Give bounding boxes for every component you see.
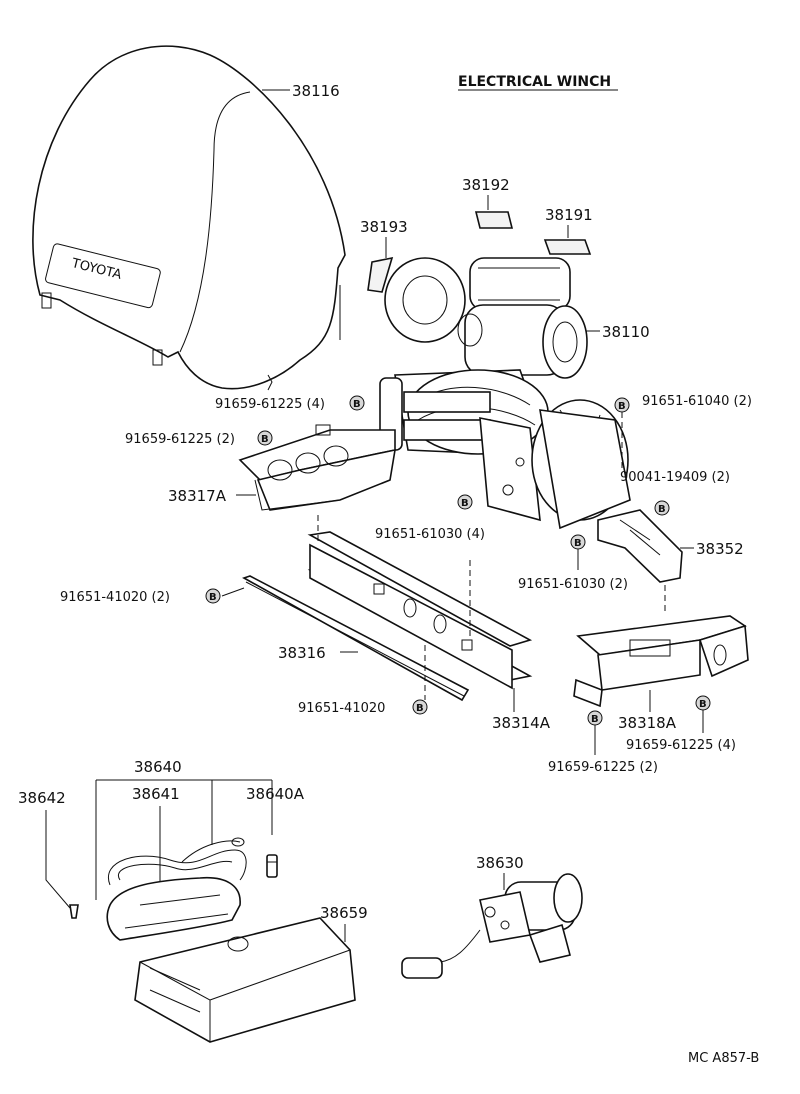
screw-part	[69, 904, 79, 919]
label-bracket-right: 38352	[696, 540, 744, 558]
left-bracket	[238, 424, 396, 511]
label-bolt-e: 91651-61030 (4)	[375, 527, 485, 542]
label-remote-clip: 38640A	[246, 785, 305, 803]
label-screw: 38642	[18, 789, 66, 807]
nameplate	[474, 211, 514, 229]
label-case: 38659	[320, 904, 368, 922]
label-rail: 38316	[278, 644, 326, 662]
bolt-marker-h-text: B	[416, 703, 424, 714]
bolt-marker-d-text: B	[658, 504, 666, 515]
leader-bolt-g	[221, 587, 245, 597]
bolt-marker-e-text: B	[461, 498, 469, 509]
label-remote-set: 38640	[134, 758, 182, 776]
label-side-plate: 38193	[360, 218, 408, 236]
side-plate	[367, 256, 394, 293]
label-bolt-d: 90041-19409 (2)	[620, 470, 730, 485]
winch-assembly	[379, 257, 631, 530]
bolt-marker-b	[257, 430, 273, 446]
storage-case	[134, 917, 356, 1043]
label-bolt-b: 91659-61225 (2)	[125, 432, 235, 447]
rear-bracket	[573, 615, 749, 708]
diagram-title: ELECTRICAL WINCH	[458, 74, 611, 90]
label-frame: 38314A	[492, 714, 551, 732]
label-bolt-i: 91659-61225 (4)	[626, 738, 736, 753]
remote-switch	[106, 837, 247, 941]
clip-part	[266, 854, 278, 878]
bolt-marker-j-text: B	[591, 714, 599, 725]
label-bolt-c: 91651-61040 (2)	[642, 394, 752, 409]
bolt-marker-g-text: B	[209, 592, 217, 603]
rail	[242, 575, 470, 702]
bolt-marker-a	[349, 395, 365, 411]
label-bracket-left: 38317A	[168, 487, 227, 505]
leader-screw	[45, 810, 71, 909]
label-plate: 38192	[462, 176, 510, 194]
bolt-marker-i-text: B	[699, 699, 707, 710]
bolt-marker-g	[205, 588, 221, 604]
label-bolt-h: 91651-41020	[298, 701, 385, 716]
bolt-marker-c-text: B	[618, 401, 626, 412]
winch-cover: TOYOTA	[32, 45, 346, 390]
label-cover: 38116	[292, 82, 340, 100]
frame	[307, 531, 533, 690]
label-remote-switch: 38641	[132, 785, 180, 803]
bolt-marker-a-text: B	[353, 399, 361, 410]
leader-remote-set	[95, 779, 273, 900]
label-bolt-g: 91651-41020 (2)	[60, 590, 170, 605]
sticker	[543, 239, 592, 255]
label-bolt-a: 91659-61225 (4)	[215, 397, 325, 412]
bolt-marker-e	[457, 494, 473, 510]
label-bolt-f: 91651-61030 (2)	[518, 577, 628, 592]
label-winch: 38110	[602, 323, 650, 341]
right-bracket	[597, 509, 683, 583]
label-solenoid: 38630	[476, 854, 524, 872]
bolt-marker-d	[654, 500, 670, 516]
label-sticker: 38191	[545, 206, 593, 224]
label-bolt-j: 91659-61225 (2)	[548, 760, 658, 775]
leader-bolt-a	[267, 374, 273, 391]
bolt-marker-f-text: B	[574, 538, 582, 549]
footer-code: MC A857-B	[688, 1051, 759, 1066]
bolt-marker-h	[412, 699, 428, 715]
solenoid	[401, 873, 583, 979]
label-bracket-rear: 38318A	[618, 714, 677, 732]
bolt-marker-b-text: B	[261, 434, 269, 445]
